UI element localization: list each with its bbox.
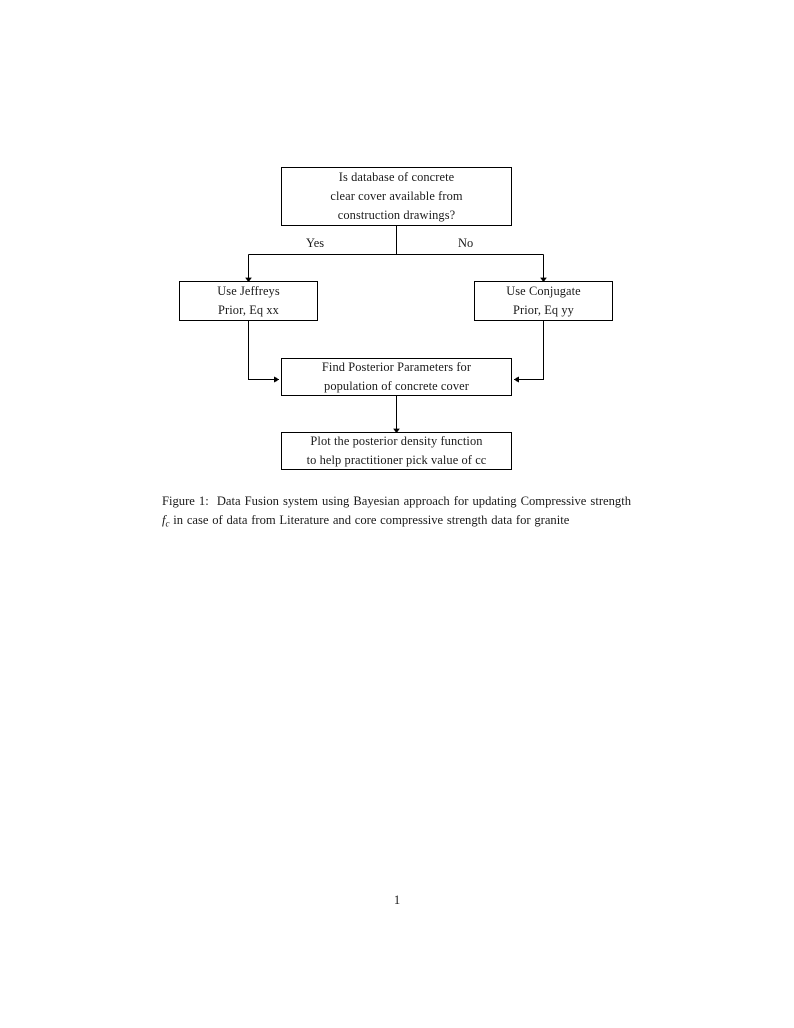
figure-flowchart: Is database of concrete clear cover avai… xyxy=(0,0,794,490)
node-plot-line-2: to help practitioner pick value of cc xyxy=(306,453,487,467)
caption-math-subscript: c xyxy=(165,518,170,529)
node-jeffreys-prior: Use Jeffreys Prior, Eq xx xyxy=(179,281,318,321)
edge-label-no: No xyxy=(458,236,474,250)
node-question-line-2: clear cover available from xyxy=(330,189,463,204)
node-plot-posterior-density: Plot the posterior density function to h… xyxy=(281,432,512,470)
node-conjugate-line-1: Use Conjugate xyxy=(506,284,581,299)
caption-text-before: Data Fusion system using Bayesian approa… xyxy=(216,494,631,508)
node-question-line-1: Is database of concrete xyxy=(338,170,455,185)
node-jeffreys-line-2: Prior, Eq xx xyxy=(218,303,279,317)
caption-math-variable: f xyxy=(162,513,166,528)
node-plot-line-1: Plot the posterior density function xyxy=(310,434,483,449)
caption-text-after: in case of data from Literature and core… xyxy=(173,513,570,528)
node-question-line-3: construction drawings? xyxy=(337,207,456,222)
node-find-posterior-parameters: Find Posterior Parameters for population… xyxy=(281,358,512,396)
node-posterior-line-1: Find Posterior Parameters for xyxy=(321,360,472,375)
node-conjugate-line-2: Prior, Eq yy xyxy=(513,303,574,317)
node-jeffreys-line-1: Use Jeffreys xyxy=(217,284,280,299)
edge-label-yes: Yes xyxy=(306,236,325,250)
page-number: 1 xyxy=(393,893,401,907)
node-question: Is database of concrete clear cover avai… xyxy=(281,167,512,226)
caption-label: Figure 1: xyxy=(162,494,209,508)
figure-caption: Figure 1: Data Fusion system using Bayes… xyxy=(162,492,631,531)
edge-conjugate-to-posterior xyxy=(517,321,545,381)
flowchart-connectors xyxy=(245,226,547,434)
node-conjugate-prior: Use Conjugate Prior, Eq yy xyxy=(474,281,613,321)
edge-jeffreys-to-posterior xyxy=(247,321,276,381)
node-posterior-line-2: population of concrete cover xyxy=(324,379,469,393)
